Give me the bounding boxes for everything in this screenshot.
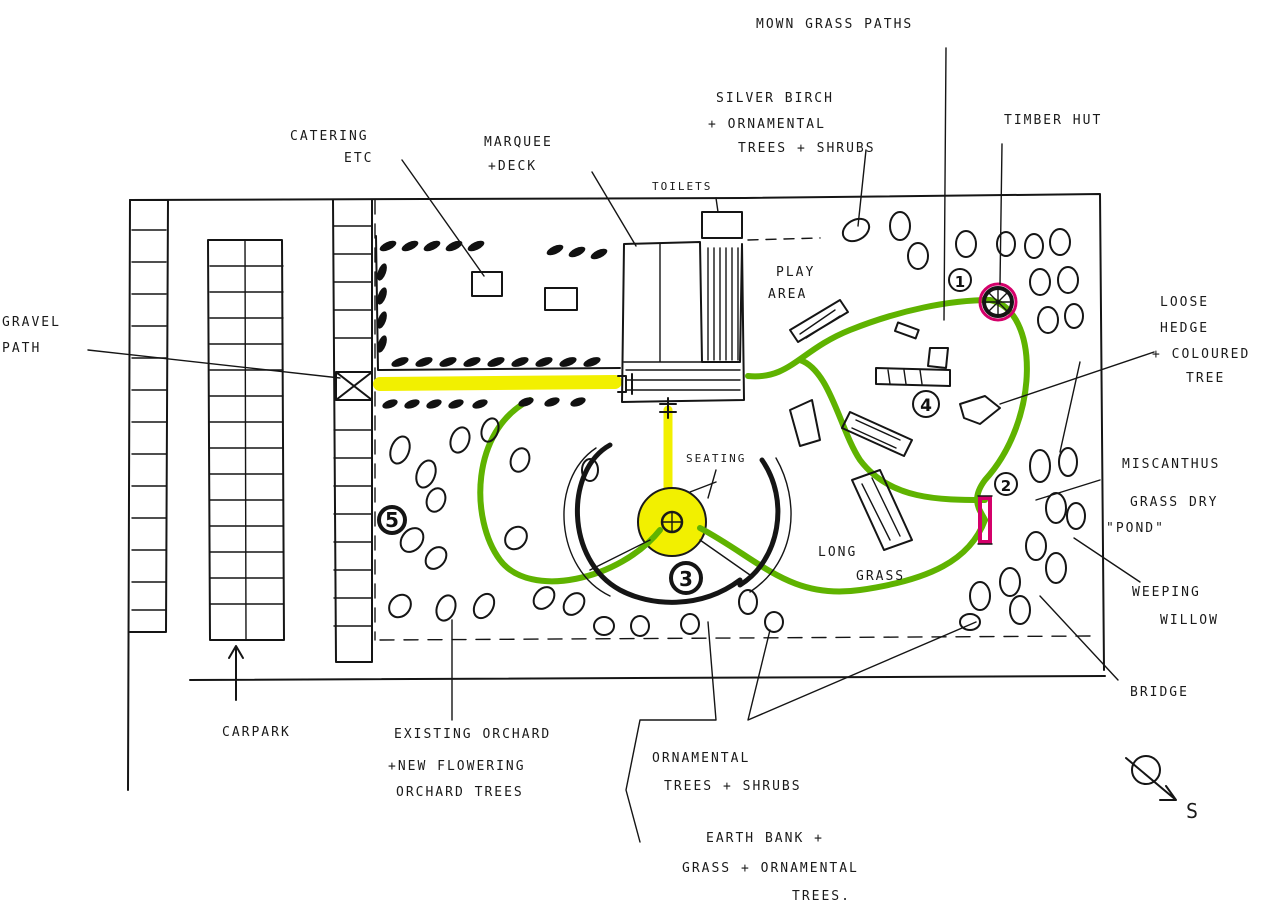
label-loose-hedge: LOOSE [1160, 295, 1209, 310]
north-arrow: S [1125, 755, 1200, 823]
svg-text:TREES.: TREES. [792, 889, 851, 904]
svg-text:WILLOW: WILLOW [1160, 613, 1219, 628]
tree-clusters [388, 211, 1086, 637]
svg-text:TREES + SHRUBS: TREES + SHRUBS [738, 141, 876, 156]
svg-text:GRASS + ORNAMENTAL: GRASS + ORNAMENTAL [682, 861, 859, 876]
label-orchard: EXISTING ORCHARD [394, 727, 551, 742]
site-boundary [127, 193, 1106, 791]
label-long-grass: LONG [818, 545, 857, 560]
label-carpark: CARPARK [222, 725, 291, 740]
play-area [789, 299, 1001, 551]
label-bridge: BRIDGE [1130, 685, 1189, 700]
label-marquee: MARQUEE [484, 135, 553, 150]
label-ornamental-trees: ORNAMENTAL [652, 751, 750, 766]
marquee-deck [617, 211, 745, 419]
svg-text:TREES + SHRUBS: TREES + SHRUBS [664, 779, 802, 794]
marker-5: 5 [377, 505, 407, 535]
label-mown-grass-paths: MOWN GRASS PATHS [756, 17, 913, 32]
carpark-rows [129, 199, 373, 701]
marker-4: 4 [912, 390, 940, 418]
svg-text:5: 5 [385, 508, 399, 532]
marker-1: 1 [948, 268, 972, 292]
leader-lines [87, 47, 1155, 843]
label-miscanthus: MISCANTHUS [1122, 457, 1220, 472]
svg-text:GRASS: GRASS [856, 569, 905, 584]
mown-grass-paths [477, 296, 1030, 595]
bridge [977, 495, 993, 545]
svg-text:2: 2 [1001, 477, 1011, 495]
marker-2: 2 [994, 472, 1018, 496]
svg-text:1: 1 [955, 273, 965, 291]
svg-text:+ ORNAMENTAL: + ORNAMENTAL [708, 117, 826, 132]
toilets-block [701, 211, 743, 239]
svg-text:HEDGE: HEDGE [1160, 321, 1209, 336]
svg-text:TREE: TREE [1186, 371, 1225, 386]
annotations: MOWN GRASS PATHS SILVER BIRCH + ORNAMENT… [2, 17, 1250, 904]
svg-text:+ COLOURED: + COLOURED [1152, 347, 1250, 362]
svg-text:ETC: ETC [344, 151, 373, 166]
svg-text:ORCHARD TREES: ORCHARD TREES [396, 785, 524, 800]
timber-hut [978, 282, 1018, 322]
marker-3: 3 [669, 561, 703, 595]
svg-text:4: 4 [920, 396, 932, 416]
svg-text:GRASS DRY: GRASS DRY [1130, 495, 1218, 510]
label-silver-birch: SILVER BIRCH [716, 91, 834, 106]
catering-compound [375, 235, 621, 409]
svg-text:+NEW FLOWERING: +NEW FLOWERING [388, 759, 526, 774]
svg-text:+DECK: +DECK [488, 159, 537, 174]
svg-text:"POND": "POND" [1106, 521, 1165, 536]
label-weeping-willow: WEEPING [1132, 585, 1201, 600]
label-toilets: TOILETS [652, 180, 712, 193]
label-play-area: PLAY [776, 265, 815, 280]
svg-text:PATH: PATH [2, 341, 41, 356]
svg-text:AREA: AREA [768, 287, 807, 302]
svg-text:3: 3 [679, 567, 693, 591]
label-gravel-path: GRAVEL [2, 315, 61, 330]
markers: 1 2 3 4 5 [377, 268, 1018, 595]
label-catering: CATERING [290, 129, 369, 144]
label-timber-hut: TIMBER HUT [1004, 113, 1102, 128]
earth-bank [563, 442, 792, 605]
svg-text:S: S [1186, 799, 1200, 823]
label-earth-bank: EARTH BANK + [706, 831, 824, 846]
label-seating: SEATING [686, 452, 746, 465]
